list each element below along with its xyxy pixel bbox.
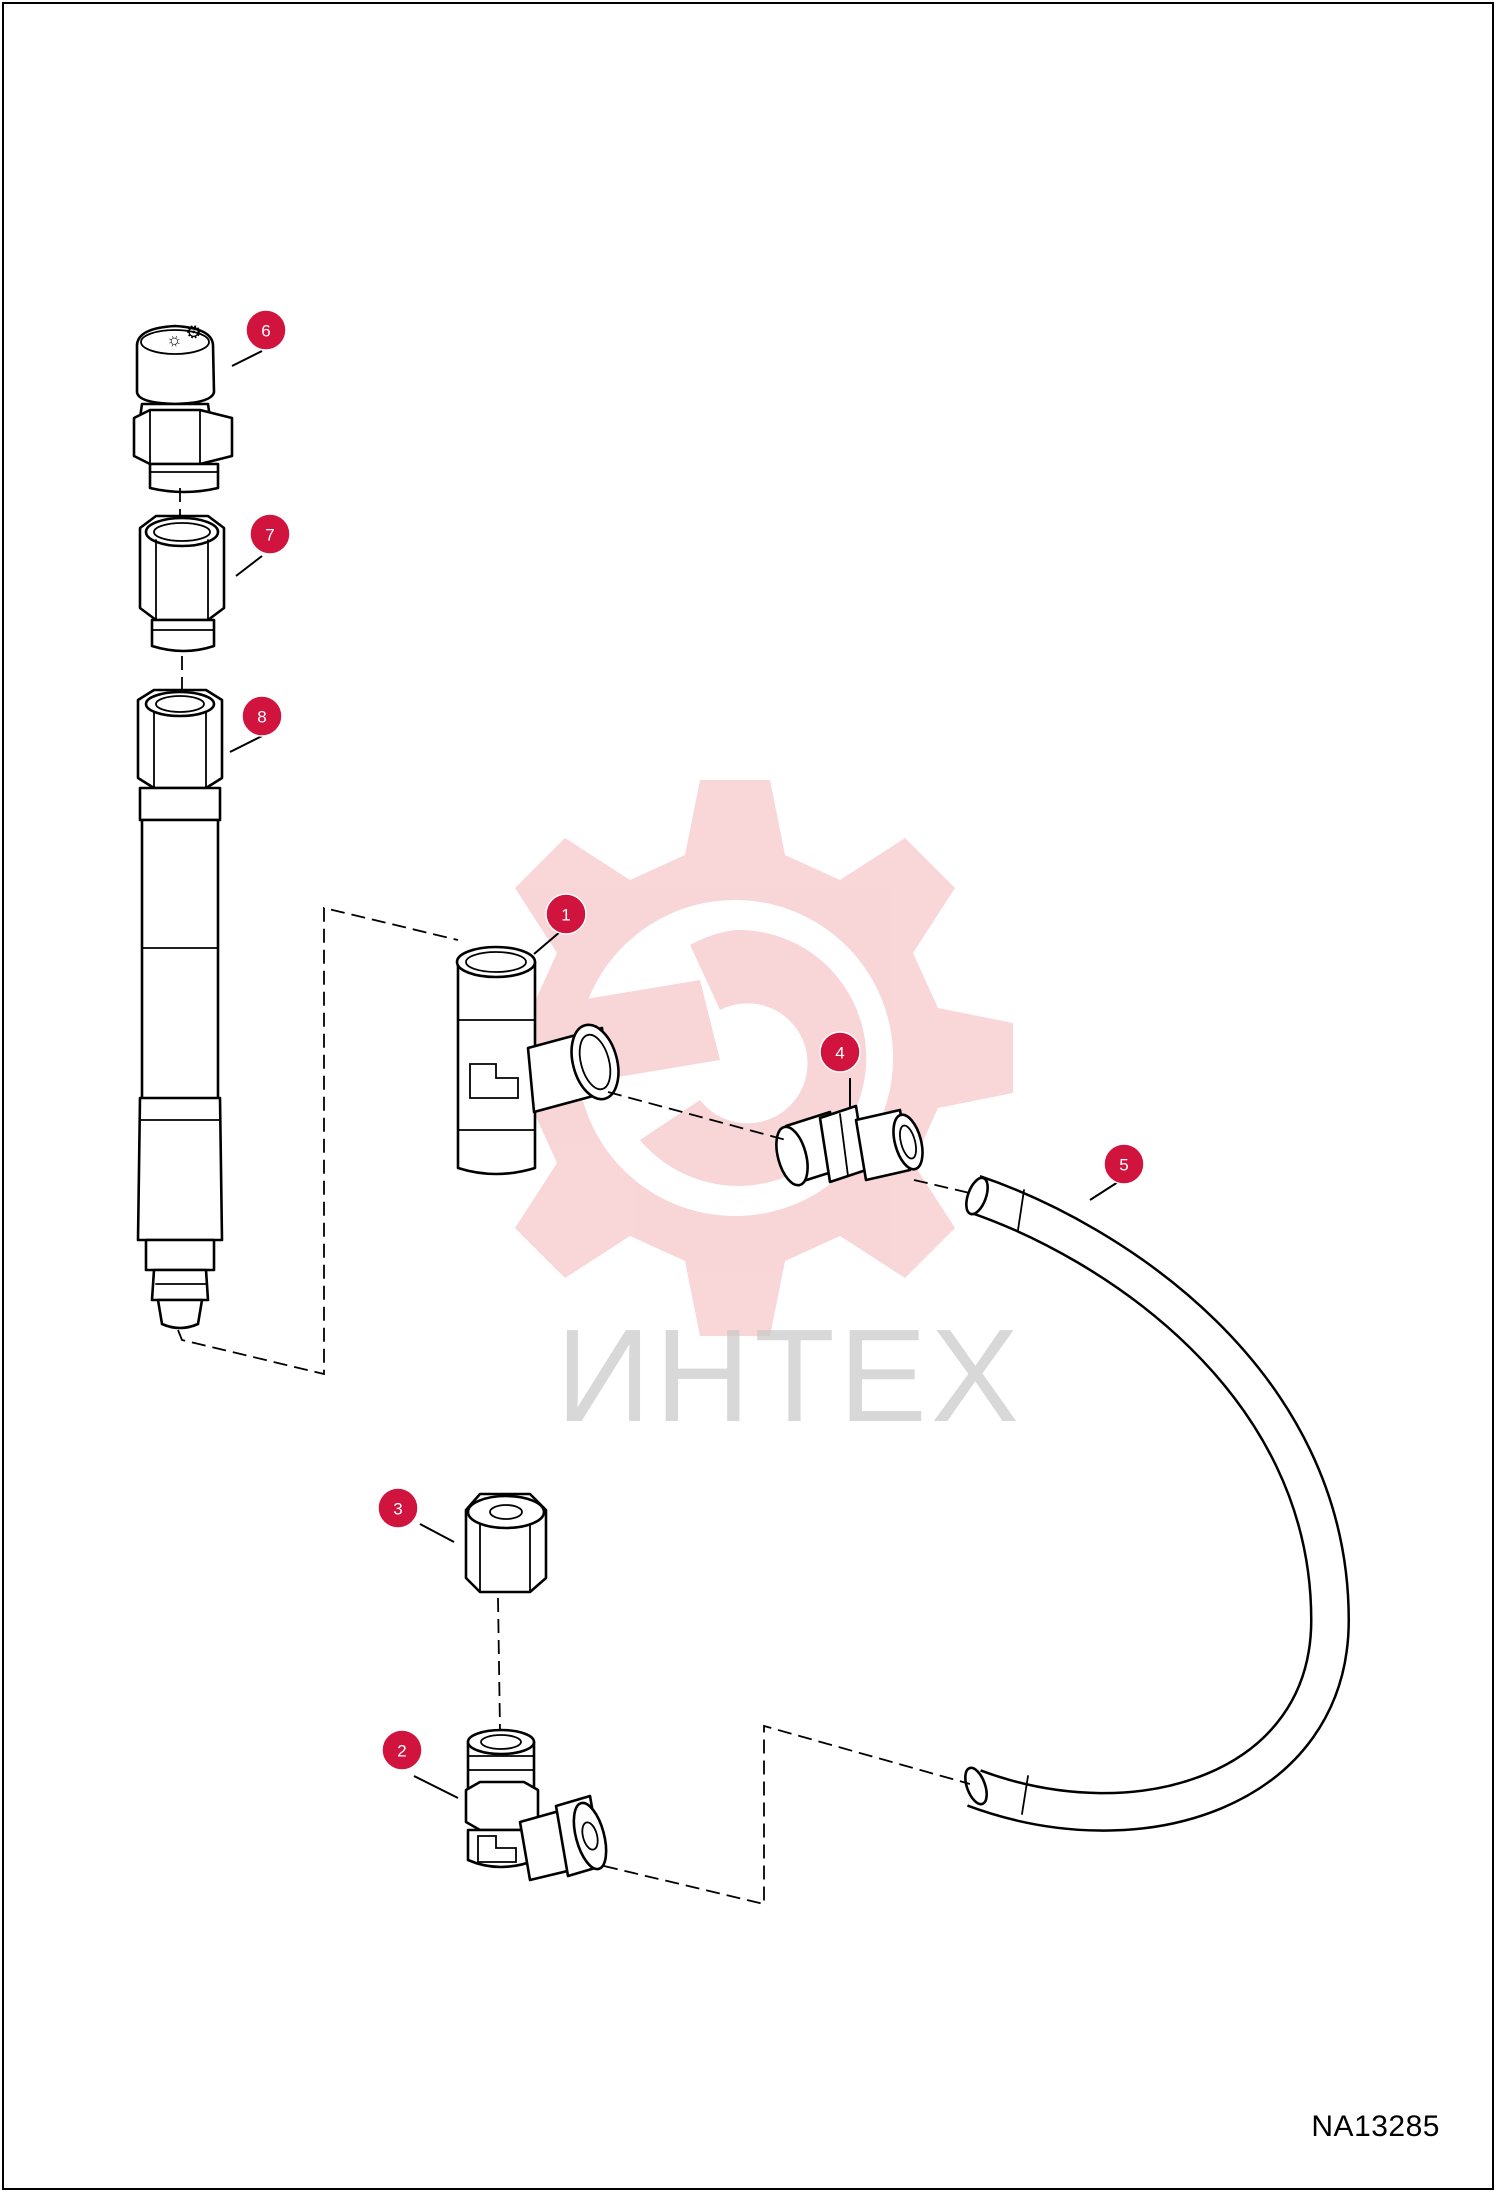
callout-label-2: 2 — [397, 1742, 406, 1761]
callout-6: 6 — [245, 309, 287, 351]
callout-8: 8 — [241, 695, 283, 737]
tee-fitting-1 — [455, 945, 620, 1176]
callout-label-5: 5 — [1119, 1156, 1128, 1175]
hose-assembly-8 — [136, 688, 224, 1330]
leader-lines — [229, 350, 1119, 1799]
callout-1: 1 — [545, 893, 587, 935]
callout-label-3: 3 — [393, 1500, 402, 1519]
callout-7: 7 — [249, 513, 291, 555]
callout-label-6: 6 — [261, 322, 270, 341]
callout-label-1: 1 — [561, 906, 570, 925]
connector-fitting-4 — [775, 1104, 924, 1187]
callout-label-8: 8 — [257, 708, 266, 727]
drawing-number: NA13285 — [1311, 2110, 1440, 2143]
nut-fitting-3 — [464, 1492, 548, 1594]
callout-markers: 1 2 3 4 5 6 7 8 — [241, 309, 1145, 1771]
callout-4: 4 — [819, 1031, 861, 1073]
cap-fitting-6: ☼ ⚙ — [132, 320, 234, 494]
callout-2: 2 — [381, 1729, 423, 1771]
assembly-lines — [177, 488, 975, 1906]
adapter-fitting-7 — [138, 514, 226, 653]
callout-label-7: 7 — [265, 526, 274, 545]
elbow-fitting-2 — [464, 1728, 608, 1882]
tube-5 — [964, 1175, 1351, 1832]
callout-3: 3 — [377, 1487, 419, 1529]
watermark-brand-text: ИНТЕХ — [556, 1302, 1023, 1449]
callout-label-4: 4 — [835, 1044, 844, 1063]
callout-5: 5 — [1103, 1143, 1145, 1185]
